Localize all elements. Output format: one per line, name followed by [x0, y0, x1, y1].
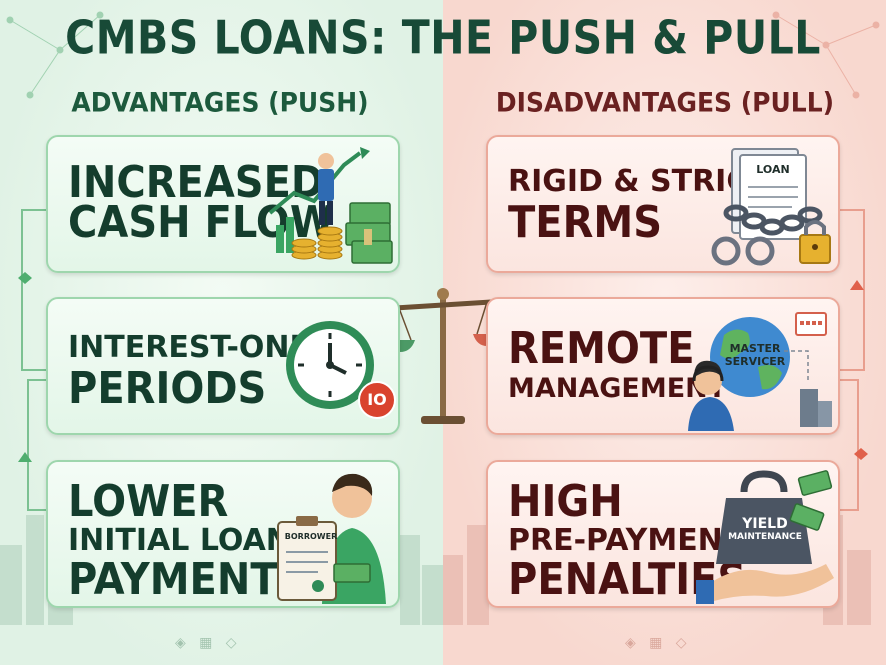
- left-footer-decoration: ◈ ▦ ◇: [175, 635, 237, 651]
- master-servicer-icon: [688, 312, 832, 431]
- card-title-line1: RIGID & STRICT: [508, 164, 769, 199]
- money-growth-icon: [268, 147, 393, 264]
- card-title-line3: PAYMENTS: [68, 555, 307, 605]
- borrower-person-icon: [277, 473, 386, 604]
- card-title-line1: INCREASED: [68, 158, 325, 208]
- card-title-line1: HIGH: [508, 477, 623, 527]
- weight-label-line1: YIELD: [742, 516, 788, 532]
- right-network-decoration: [772, 11, 880, 99]
- io-badge: IO: [358, 381, 396, 419]
- page-title: CMBS LOANS: THE PUSH & PULL: [65, 11, 821, 65]
- borrower-clipboard-label: BORROWER: [284, 532, 338, 541]
- card-title-line2: MANAGEMENT: [508, 373, 727, 404]
- card-title-line1: INTEREST-ONLY: [68, 330, 326, 365]
- disadvantage-card-rigid-terms: RIGID & STRICT TERMS LOAN: [486, 135, 840, 273]
- loan-doc-label: LOAN: [756, 163, 790, 176]
- balance-scale-icon: [385, 288, 501, 424]
- yield-weight-icon: [696, 470, 834, 604]
- card-title-line1: REMOTE: [508, 324, 695, 374]
- globe-label-line2: SERVICER: [724, 354, 786, 368]
- io-badge-label: IO: [367, 390, 387, 409]
- advantage-card-interest-only: INTEREST-ONLY PERIODS IO: [46, 297, 400, 435]
- right-footer-decoration: ◈ ▦ ◇: [625, 635, 687, 651]
- card-title-line2: TERMS: [508, 198, 663, 248]
- card-title-line2: PERIODS: [68, 364, 267, 414]
- clock-icon: [286, 321, 374, 409]
- left-connector-lines: [18, 209, 46, 511]
- disadvantage-card-prepayment-penalties: HIGH PRE-PAYMENT PENALTIES YIELD MAINTEN…: [486, 460, 840, 608]
- advantage-card-lower-payments: LOWER INITIAL LOAN PAYMENTS BORROWER: [46, 460, 400, 608]
- disadvantages-heading: DISADVANTAGES (PULL): [495, 87, 835, 118]
- left-network-decoration: [6, 11, 104, 99]
- globe-label-line1: MASTER: [729, 342, 781, 355]
- right-connector-lines: [840, 209, 868, 511]
- advantage-card-cash-flow: INCREASED CASH FLOW: [46, 135, 400, 273]
- chained-loan-icon: [711, 148, 831, 266]
- disadvantage-card-remote-management: REMOTE MANAGEMENT MASTER SERVICER: [486, 297, 840, 435]
- weight-label-line2: MAINTENANCE: [728, 532, 802, 543]
- advantages-heading: ADVANTAGES (PUSH): [71, 87, 369, 118]
- card-title-line2: INITIAL LOAN: [68, 523, 291, 558]
- left-skyline: [0, 515, 443, 625]
- card-title-line1: LOWER: [68, 477, 229, 527]
- card-title-line2: PRE-PAYMENT: [508, 523, 744, 558]
